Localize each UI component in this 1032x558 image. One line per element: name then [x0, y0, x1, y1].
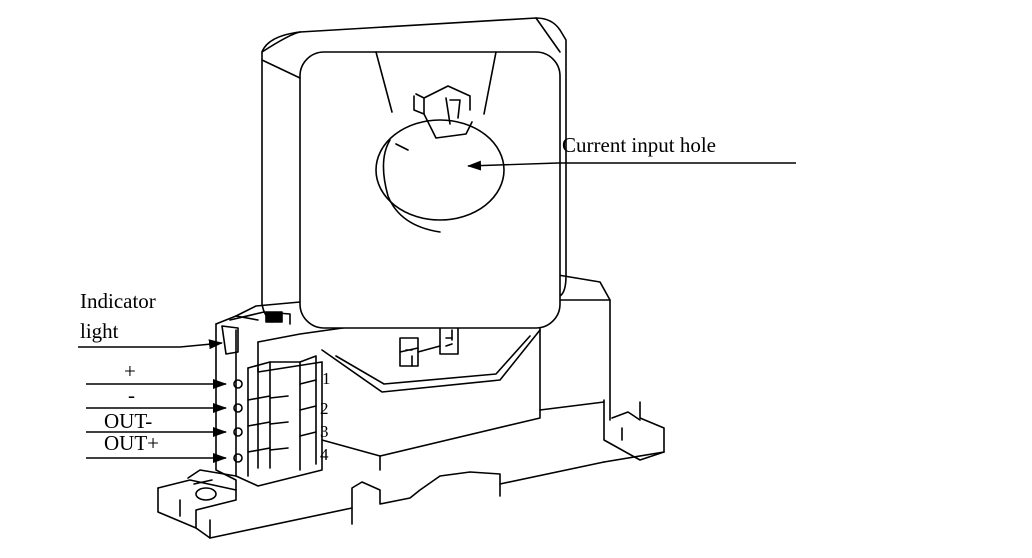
circuit-symbol — [399, 325, 459, 367]
sensor-housing — [215, 271, 611, 491]
terminal-number-3: 3 — [320, 422, 329, 441]
current-input-arrow — [467, 160, 559, 171]
indicator-arrow — [179, 339, 223, 350]
terminal-number-4: 4 — [320, 445, 329, 464]
label-out-plus: OUT+ — [104, 431, 159, 455]
terminal-number-2: 2 — [320, 399, 329, 418]
label-current-input-hole: Current input hole — [562, 133, 716, 157]
label-indicator-line1: Indicator — [80, 289, 156, 313]
label-indicator-line2: light — [80, 319, 119, 343]
label-minus: - — [128, 383, 135, 407]
din-rail-base — [157, 399, 665, 539]
ct-block — [261, 17, 567, 329]
label-plus: + — [124, 359, 136, 383]
label-out-minus: OUT- — [104, 409, 152, 433]
terminal-number-1: 1 — [322, 369, 331, 388]
